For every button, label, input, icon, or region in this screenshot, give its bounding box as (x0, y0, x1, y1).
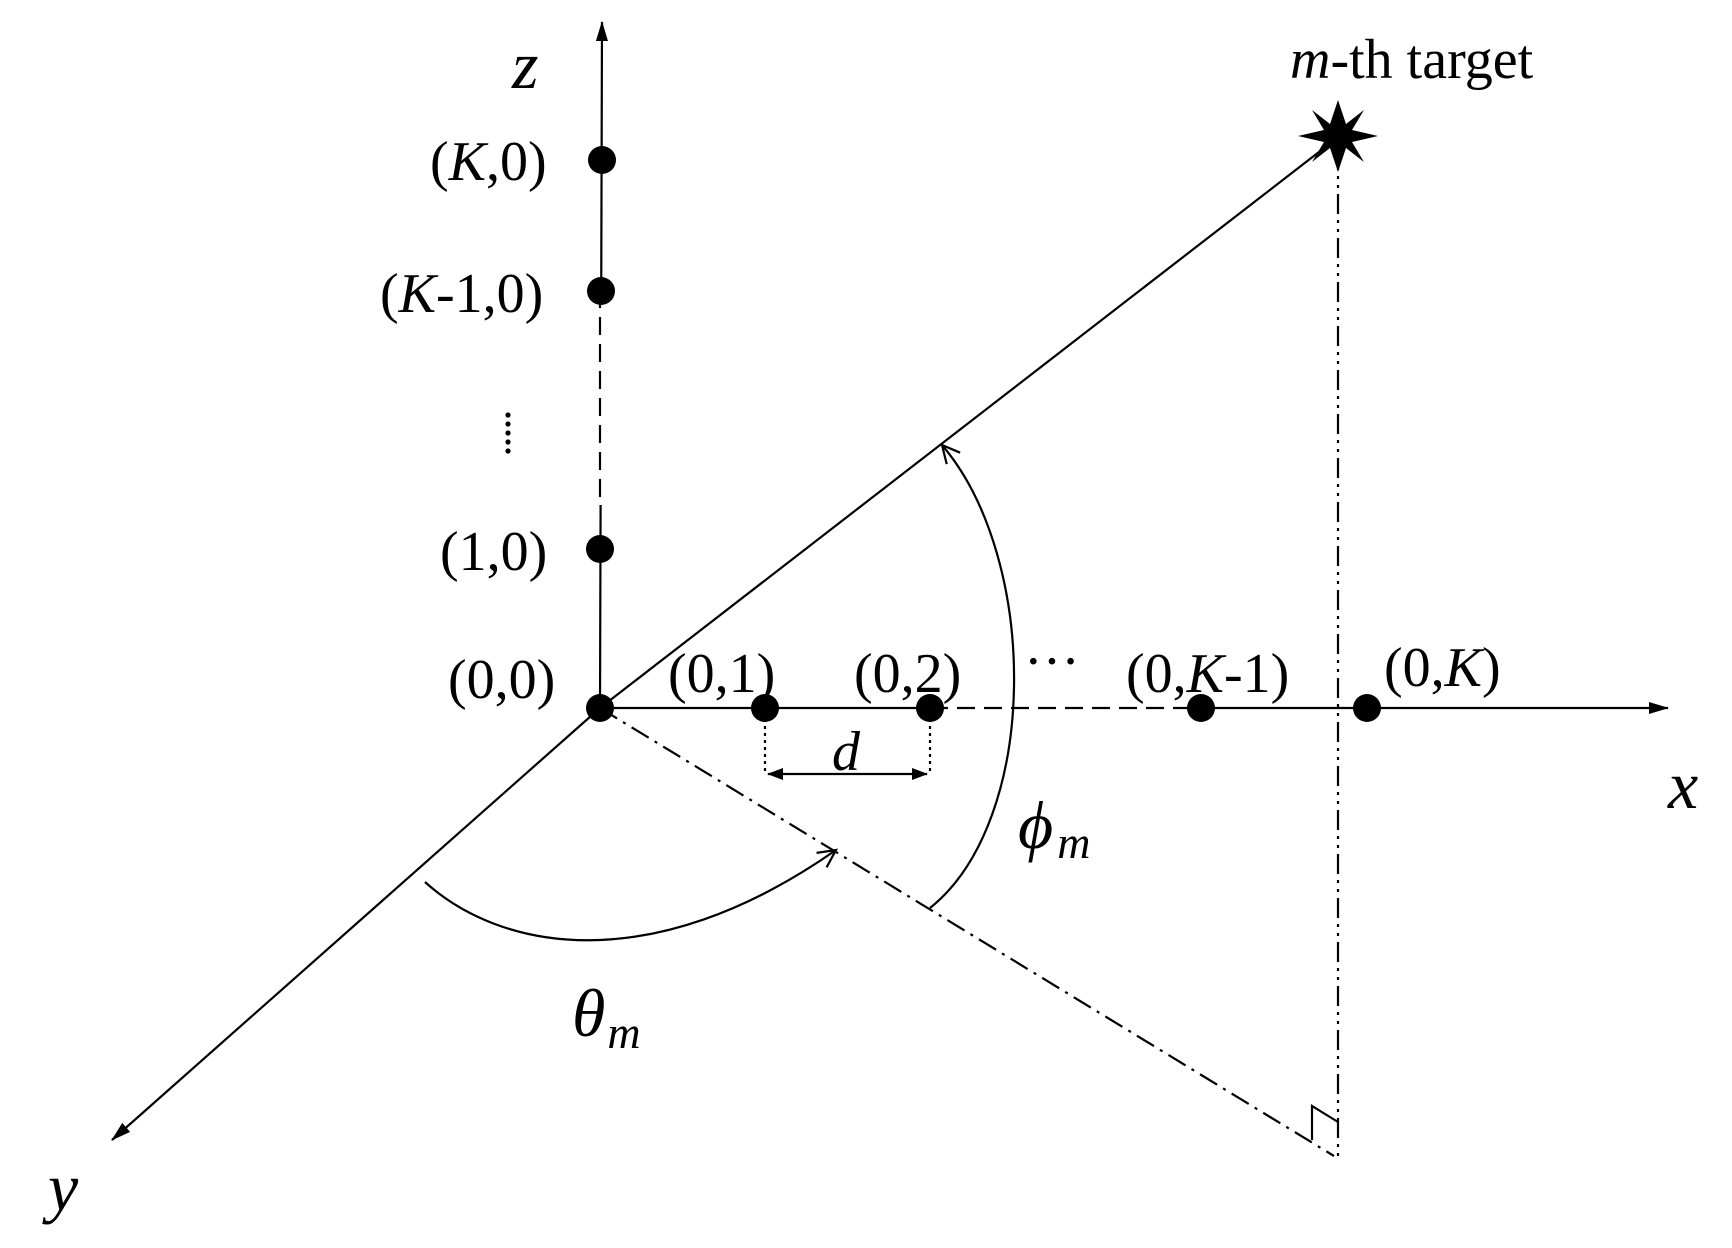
theta-arc (424, 850, 836, 942)
node-x-1 (751, 694, 779, 722)
y-axis-label: y (42, 1149, 79, 1225)
phi-label: ϕm (1018, 787, 1090, 868)
node-z-K-minus-1 (587, 277, 615, 305)
target-label: m-th target (1290, 29, 1534, 91)
target-line (599, 144, 1329, 709)
node-x-K-minus-1-label: (0,K-1) (1126, 643, 1289, 705)
node-x-K-minus-1 (1187, 694, 1215, 722)
node-z-K-minus-1-label: (K-1,0) (380, 263, 543, 325)
node-z-1-label: (1,0) (440, 521, 547, 583)
node-z-K (588, 146, 616, 174)
x-axis-label: x (1667, 747, 1698, 823)
vertical-ellipsis (505, 412, 511, 454)
target-star-icon (1298, 100, 1378, 172)
theta-label: θm (572, 975, 641, 1058)
node-x-1-label: (0,1) (668, 643, 775, 705)
horizontal-ellipsis: ··· (1024, 631, 1080, 693)
right-angle-mark (1310, 1104, 1339, 1140)
node-x-2-label: (0,2) (854, 643, 961, 705)
node-x-K (1353, 694, 1381, 722)
node-x-2 (916, 694, 944, 722)
phi-arc (929, 445, 1016, 909)
y-axis (111, 707, 601, 1141)
node-z-K-label: (K,0) (430, 131, 547, 193)
node-z-1 (586, 535, 614, 563)
ground-projection-line (599, 707, 1335, 1157)
z-axis-label: z (511, 27, 538, 103)
node-origin (586, 694, 614, 722)
spacing-label: d (832, 721, 861, 783)
node-origin-label: (0,0) (448, 649, 555, 711)
node-x-K-label: (0,K) (1384, 637, 1501, 699)
